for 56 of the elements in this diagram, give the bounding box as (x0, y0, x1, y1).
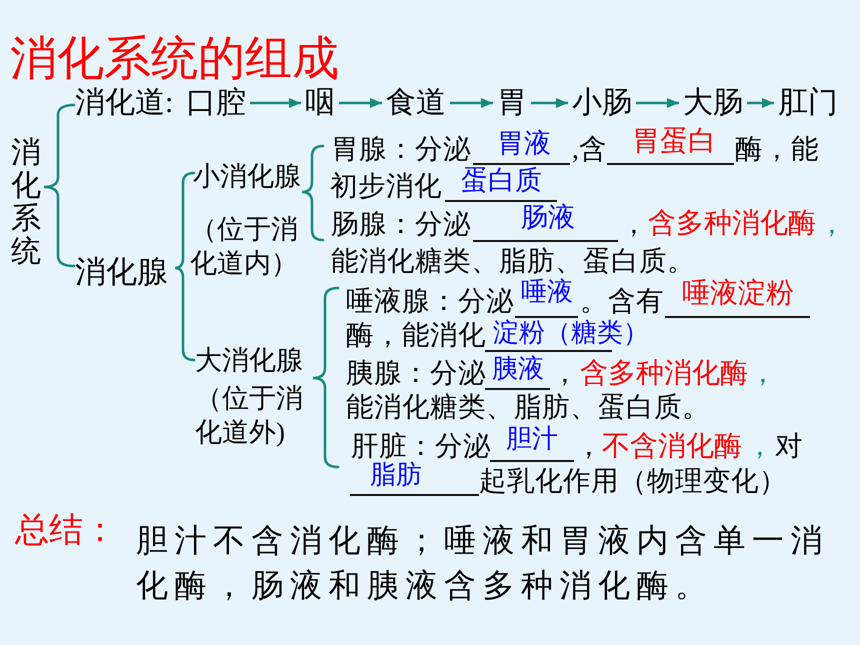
category-label: 消化道: (75, 88, 174, 118)
category-label: 消化系统 (11, 136, 41, 268)
sentence-text: 。含有 (580, 287, 664, 314)
organ-name: 咽 (301, 88, 339, 118)
highlighted-text: 含多种消化酶 (580, 359, 748, 387)
organ-name: 小肠 (568, 88, 636, 118)
category-label: 消化腺 (75, 256, 168, 287)
answer-text: 胰液 (492, 356, 544, 382)
arrow (339, 98, 382, 108)
sentence-text: 肝脏：分泌 (351, 432, 491, 460)
answer-text: 淀粉（糖类） (493, 320, 649, 346)
sentence-text: ， (620, 210, 648, 238)
sentence-text: 初步消化 (330, 172, 442, 200)
arrow (531, 98, 568, 108)
category-label: （位于消化道外) (195, 382, 304, 449)
arrow (250, 98, 301, 108)
summary-text: 胆汁不含消化酶；唾液和胃液内含单一消化酶，肠液和胰液含多种消化酶。 (136, 521, 830, 605)
summary-heading: 总结： (15, 513, 117, 547)
highlighted-text: 含多种消化酶 (648, 209, 816, 237)
sentence-text: 胰腺：分泌 (346, 359, 486, 386)
sentence-text: ,含 (572, 135, 607, 162)
sentence-text: 肠腺：分泌 (331, 210, 471, 238)
answer-text: 胃蛋白 (632, 127, 716, 155)
punctuation-mark: ， (818, 210, 846, 238)
sentence-text: 能消化糖类、脂肪、蛋白质。 (331, 247, 695, 274)
answer-text: 唾液淀粉 (682, 279, 794, 307)
sentence-text: 胃腺：分泌 (331, 135, 471, 162)
sentence-text: ， (575, 432, 603, 460)
sentence-text: 能消化糖类、脂肪、蛋白质。 (346, 393, 710, 420)
sentence-text: 对 (775, 432, 803, 460)
answer-text: 胆汁 (506, 426, 558, 452)
highlighted-text: 不含消化酶 (602, 432, 742, 460)
sentence-text: ， (551, 359, 579, 386)
arrow (636, 98, 679, 108)
organ-name: 肛门 (774, 88, 842, 118)
answer-text: 肠液 (521, 204, 575, 231)
sentence-text: 起乳化作用（物理变化） (479, 467, 787, 494)
arrow (450, 98, 493, 108)
category-label: （位于消化道内） (190, 213, 299, 280)
category-label: 小消化腺 (193, 163, 301, 190)
answer-text: 脂肪 (370, 462, 422, 488)
punctuation-mark: ， (749, 359, 777, 386)
answer-text: 唾液 (521, 279, 573, 305)
sentence-text: 唾液腺：分泌 (346, 287, 514, 314)
answer-text: 胃液 (497, 130, 551, 157)
slide-title: 消化系统的组成 (10, 35, 339, 82)
organ-name: 胃 (493, 88, 531, 118)
organ-name: 食道 (382, 88, 450, 118)
category-label: 大消化腺 (195, 347, 303, 374)
organ-name: 大肠 (679, 88, 747, 118)
sentence-text: 酶，能消化 (346, 321, 486, 348)
answer-text: 蛋白质 (461, 167, 542, 194)
punctuation-mark: ， (746, 432, 774, 460)
organ-name: 口腔 (182, 88, 250, 118)
sentence-text: 酶，能 (735, 135, 819, 162)
arrow (747, 98, 774, 108)
